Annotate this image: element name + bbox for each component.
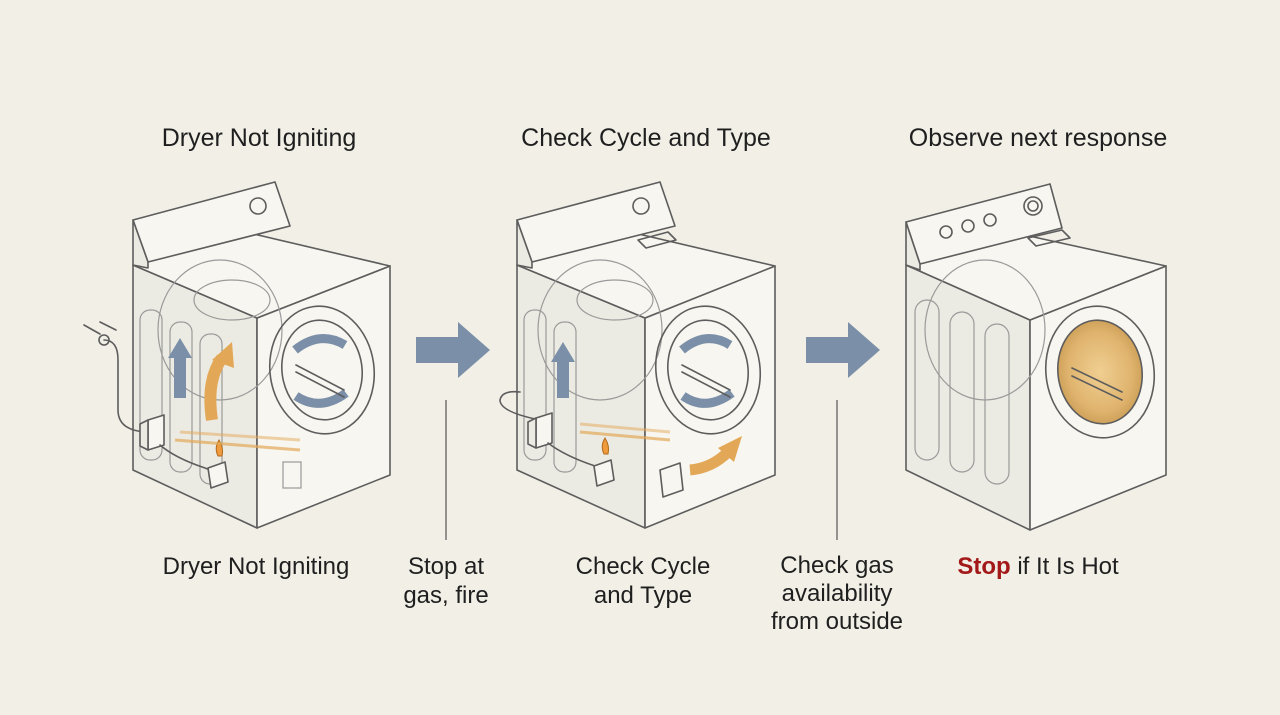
- step-2-title: Check Cycle and Type: [521, 124, 771, 152]
- flow-arrow-2: [806, 322, 880, 540]
- connector-1-label-line-2: gas, fire: [403, 582, 489, 609]
- connector-2-label-line-3: from outside: [770, 608, 904, 635]
- connector-2-label: Check gas availability from outside: [771, 552, 903, 636]
- step-1-title: Dryer Not Igniting: [161, 124, 357, 152]
- dryer-2-illustration: [499, 181, 776, 529]
- step-3-caption: Stop if It Is Hot: [957, 552, 1118, 581]
- connector-2-label-line-1: Check gas: [780, 552, 894, 579]
- step-2-caption-line-2: and Type: [593, 582, 693, 609]
- connector-2-label-line-2: availability: [781, 580, 893, 607]
- step-1-caption: Dryer Not Igniting: [162, 553, 350, 580]
- connector-1-label: Stop at gas, fire: [403, 552, 488, 610]
- step-3-caption-rest: if It Is Hot: [1010, 553, 1119, 580]
- dryer-1-illustration: [83, 181, 391, 529]
- step-2-caption: Check Cycle and Type: [576, 552, 711, 610]
- stop-warning-word: Stop: [957, 553, 1011, 580]
- dryer-3-illustration: [905, 183, 1167, 531]
- step-3-title: Observe next response: [908, 124, 1168, 152]
- step-2-caption-line-1: Check Cycle: [575, 553, 711, 580]
- connector-1-label-line-1: Stop at: [407, 553, 485, 580]
- flow-arrow-1: [416, 322, 490, 540]
